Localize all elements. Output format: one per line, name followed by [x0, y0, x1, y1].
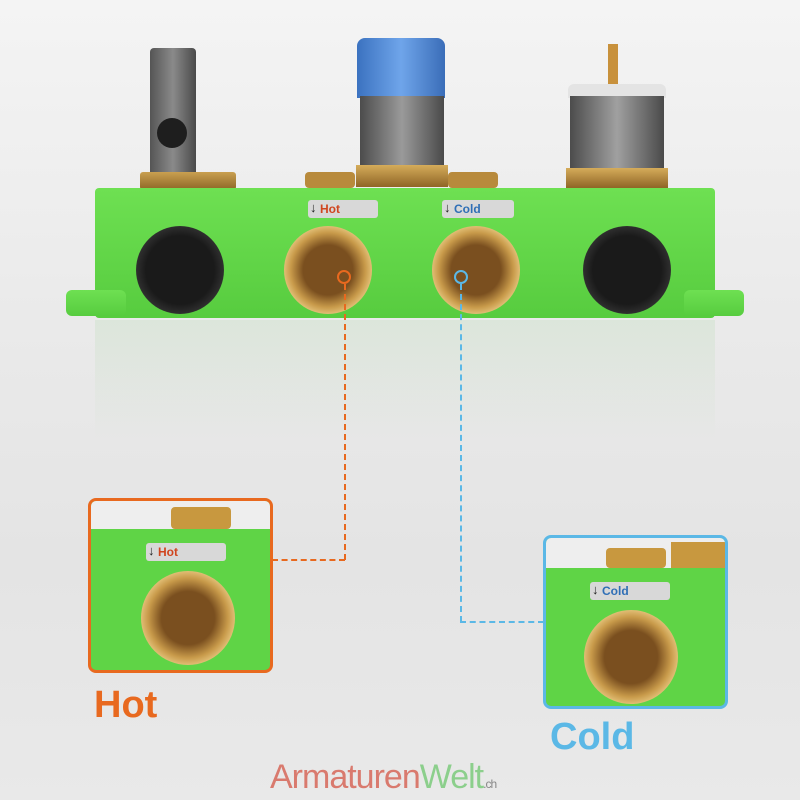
cold-connector [460, 284, 462, 622]
inset-hot-label: Hot [146, 543, 226, 561]
watermark: ArmaturenWelt.ch [270, 758, 497, 797]
inset-hot-inlet [141, 571, 235, 665]
hot-inset: Hot [88, 498, 273, 673]
plug-left [136, 226, 224, 314]
cold-caption: Cold [550, 716, 635, 758]
blue-cartridge-cap [357, 38, 445, 98]
inset-cold-label: Cold [590, 582, 670, 600]
valve-body [570, 96, 664, 170]
brass-nut [305, 172, 355, 188]
valve-pin [608, 44, 618, 90]
plug-right [583, 226, 671, 314]
hot-connector [344, 284, 346, 560]
holder-outlet [157, 118, 187, 148]
hot-caption: Hot [94, 684, 158, 726]
hand-shower-holder [150, 48, 196, 180]
watermark-suffix: .ch [483, 777, 497, 791]
inset-cold-inlet [584, 610, 678, 704]
reflection [95, 320, 715, 440]
brass-base [140, 172, 236, 190]
cold-inset: Cold [543, 535, 728, 709]
cold-inlet [432, 226, 520, 314]
valve-cap [568, 84, 666, 98]
hot-marker-circle [337, 270, 351, 284]
cold-label: Cold [442, 200, 514, 218]
cold-marker-circle [454, 270, 468, 284]
cold-connector [460, 621, 544, 623]
mounting-flange-right [684, 290, 744, 316]
hot-connector [272, 559, 345, 561]
hot-inlet [284, 226, 372, 314]
cartridge-body [360, 96, 444, 168]
mounting-flange-left [66, 290, 126, 316]
brass-base [566, 168, 668, 188]
brass-base [356, 165, 448, 187]
brass-nut [448, 172, 498, 188]
hot-label: Hot [308, 200, 378, 218]
watermark-part2: Welt [419, 758, 484, 796]
watermark-part1: Armaturen [270, 758, 421, 796]
